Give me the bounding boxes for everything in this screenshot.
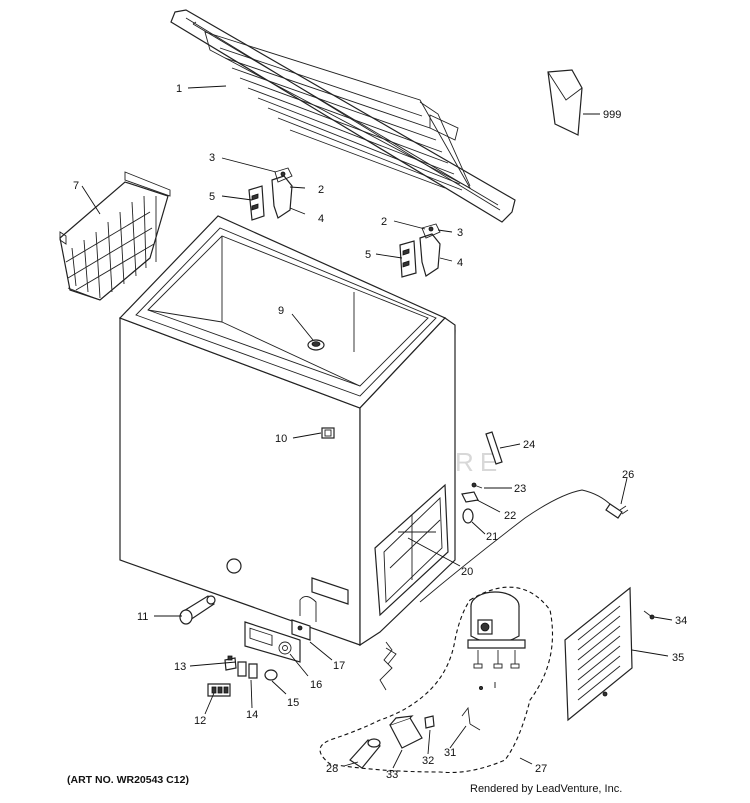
part-35-grille[interactable]: [564, 586, 633, 722]
part-lid[interactable]: [170, 9, 516, 223]
rendered-by: Rendered by LeadVenture, Inc.: [470, 783, 622, 795]
part-hinge-left[interactable]: [248, 167, 293, 221]
part-literature-envelope[interactable]: [547, 69, 583, 136]
callout-labels[interactable]: 1 2 2 3 3 4 4 5 5 7 9 10 11 12 13 14 15 …: [73, 83, 687, 781]
leader-lines: [81, 85, 673, 769]
part-10-square-plug[interactable]: [321, 427, 335, 439]
callout-27[interactable]: 27: [535, 763, 547, 775]
part-drain-plug[interactable]: [307, 339, 325, 351]
callout-4[interactable]: 4: [318, 213, 324, 225]
callout-35[interactable]: 35: [672, 652, 684, 664]
part-cabinet: [118, 215, 456, 647]
art-number: (ART NO. WR20543 C12): [67, 774, 189, 786]
callout-12[interactable]: 12: [194, 715, 206, 727]
callout-7[interactable]: 7: [73, 180, 79, 192]
callout-4[interactable]: 4: [457, 257, 463, 269]
callout-11[interactable]: 11: [137, 611, 148, 623]
callout-1[interactable]: 1: [176, 83, 182, 95]
part-12-terminal-block[interactable]: [207, 683, 231, 697]
callout-999[interactable]: 999: [603, 109, 621, 121]
callout-28[interactable]: 28: [326, 763, 338, 775]
callout-17[interactable]: 17: [333, 660, 345, 672]
callout-24[interactable]: 24: [523, 439, 535, 451]
callout-33[interactable]: 33: [386, 769, 398, 781]
callout-9[interactable]: 9: [278, 305, 284, 317]
callout-34[interactable]: 34: [675, 615, 687, 627]
part-hinge-right[interactable]: [399, 223, 441, 278]
callout-3[interactable]: 3: [209, 152, 215, 164]
part-26-power-cord[interactable]: [419, 489, 629, 603]
callout-10[interactable]: 10: [275, 433, 287, 445]
callout-13[interactable]: 13: [174, 661, 186, 673]
callout-2[interactable]: 2: [381, 216, 387, 228]
callout-15[interactable]: 15: [287, 697, 299, 709]
part-34-screw[interactable]: [643, 610, 655, 620]
callout-5[interactable]: 5: [209, 191, 215, 203]
callout-21[interactable]: 21: [486, 531, 498, 543]
callout-23[interactable]: 23: [514, 483, 526, 495]
part-compressor-group[interactable]: [319, 586, 553, 773]
part-24-sensor[interactable]: [485, 431, 503, 465]
part-16-control-panel[interactable]: [244, 621, 301, 663]
part-22-bracket[interactable]: [461, 491, 479, 503]
callout-3[interactable]: 3: [457, 227, 463, 239]
callout-26[interactable]: 26: [622, 469, 634, 481]
callout-31[interactable]: 31: [444, 747, 456, 759]
part-15-knob[interactable]: [264, 669, 278, 681]
part-23-screw[interactable]: [471, 482, 483, 489]
callout-5[interactable]: 5: [365, 249, 371, 261]
callout-2[interactable]: 2: [318, 184, 324, 196]
callout-32[interactable]: 32: [422, 755, 434, 767]
part-13-switch[interactable]: [224, 655, 237, 671]
callout-14[interactable]: 14: [246, 709, 258, 721]
part-basket[interactable]: [59, 171, 171, 301]
callout-20[interactable]: 20: [461, 566, 473, 578]
callout-22[interactable]: 22: [504, 510, 516, 522]
part-wiring-harness[interactable]: [379, 641, 397, 691]
part-21-grommet[interactable]: [462, 508, 474, 524]
part-14-lamp[interactable]: [237, 661, 258, 679]
callout-16[interactable]: 16: [310, 679, 322, 691]
part-11-light-knob[interactable]: [179, 558, 242, 625]
part-17-thermostat[interactable]: [291, 596, 317, 641]
